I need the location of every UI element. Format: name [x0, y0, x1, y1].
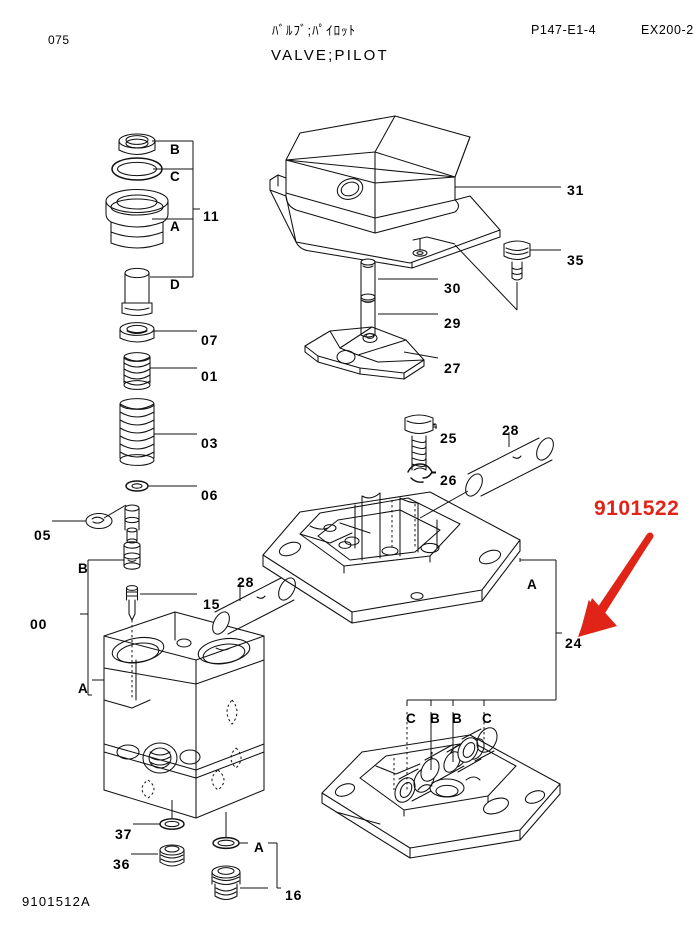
- part-15-pin: [125, 585, 139, 700]
- callout-b-low-1: B: [430, 711, 441, 726]
- page-number: 075: [48, 33, 70, 47]
- callout-item-11: 11: [203, 208, 220, 224]
- part-base-plate: [321, 734, 561, 859]
- callout-a-bottom: A: [254, 840, 265, 855]
- leaders-bottom: [131, 823, 281, 889]
- callout-item-27: 27: [444, 360, 462, 376]
- part-b-seal-cap: [118, 133, 156, 156]
- callout-item-00: 00: [30, 616, 48, 632]
- part-a-boot: [105, 188, 169, 249]
- part-26-clip: [407, 463, 433, 483]
- callout-a-mid: A: [78, 681, 89, 696]
- part-a-oring-bottom: [212, 812, 240, 850]
- callout-item-29: 29: [444, 315, 462, 331]
- part-27-cam-lever: [304, 326, 425, 380]
- callout-item-31: 31: [567, 182, 585, 198]
- callout-item-16: 16: [285, 887, 303, 903]
- callout-item-01: 01: [201, 368, 219, 384]
- title-japanese: ﾊﾞﾙﾌﾞ;ﾊﾟｲﾛｯﾄ: [272, 23, 357, 38]
- callout-b-top: B: [170, 142, 181, 157]
- callout-c-low-2: C: [482, 711, 493, 726]
- part-03-spring: [119, 398, 155, 466]
- part-b-plunger: [123, 504, 141, 570]
- leaders-right-cover: [378, 186, 561, 359]
- part-c-bushing-right: [457, 712, 498, 763]
- callout-item-24: 24: [565, 635, 583, 651]
- callout-item-35: 35: [567, 252, 585, 268]
- part-16-plug: [211, 865, 241, 901]
- part-01-spring: [123, 352, 151, 390]
- leaders-left-column: [52, 140, 197, 595]
- callout-item-15: 15: [203, 596, 221, 612]
- callout-b-mid: B: [78, 561, 89, 576]
- model-code: EX200-2: [641, 23, 694, 37]
- callout-item-28-l: 28: [237, 574, 255, 590]
- callout-item-26: 26: [440, 472, 458, 488]
- callout-a-right: A: [527, 577, 538, 592]
- part-24-plate-assembly: [262, 491, 521, 624]
- callout-c-low-1: C: [406, 711, 417, 726]
- red-arrow-icon: [578, 532, 654, 637]
- callout-item-37: 37: [115, 826, 133, 842]
- part-06-washer: [125, 480, 149, 492]
- highlighted-part-number: 9101522: [594, 497, 680, 520]
- drawing-number: 9101512A: [22, 894, 91, 909]
- part-36-plug: [159, 844, 185, 867]
- callout-b-low-2: B: [452, 711, 463, 726]
- callout-item-03: 03: [201, 435, 219, 451]
- part-c-bushing-left: [394, 712, 435, 803]
- part-31-cover: [269, 115, 501, 269]
- part-30-pin: [360, 258, 376, 303]
- part-07-seat: [119, 322, 155, 343]
- title-english: VALVE;PILOT: [271, 47, 389, 64]
- callout-item-25: 25: [440, 430, 458, 446]
- part-28-roller-left: [212, 577, 296, 635]
- callout-a-left: A: [170, 219, 181, 234]
- part-b-bushing-1: [420, 712, 468, 782]
- callout-item-36: 36: [113, 856, 131, 872]
- callout-item-05: 05: [34, 527, 52, 543]
- document-code: P147-E1-4: [531, 23, 597, 37]
- part-28-roller-right: [465, 437, 554, 497]
- callout-c-top: C: [170, 169, 181, 184]
- part-37-oring: [159, 800, 185, 830]
- callout-d-left: D: [170, 277, 181, 292]
- part-29-pin: [360, 293, 376, 338]
- callout-item-30: 30: [444, 280, 462, 296]
- callout-item-28-r: 28: [502, 422, 520, 438]
- callout-item-06: 06: [201, 487, 219, 503]
- part-d-push-rod: [121, 267, 153, 317]
- callout-item-07: 07: [201, 332, 219, 348]
- bracket-24: [406, 558, 562, 706]
- part-35-fitting: [454, 240, 531, 311]
- part-25-bolt: [404, 414, 434, 471]
- bracket-00: [80, 559, 104, 696]
- bracket-11: [150, 140, 200, 278]
- part-a-valve-body: [103, 611, 265, 819]
